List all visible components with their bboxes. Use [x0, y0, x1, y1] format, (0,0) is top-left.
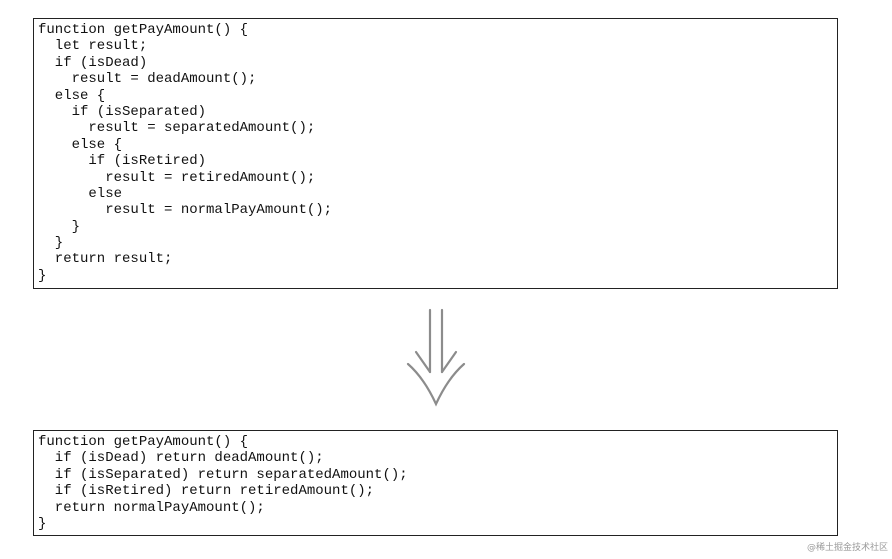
code-line: if (isRetired) — [38, 153, 207, 170]
code-line: if (isSeparated) return separatedAmount(… — [38, 466, 408, 483]
code-line: } — [38, 218, 81, 235]
code-line: result = separatedAmount(); — [38, 120, 316, 137]
code-box-before: function getPayAmount() { let result; if… — [33, 18, 838, 289]
code-line: else { — [38, 136, 123, 153]
code-line: else — [38, 185, 123, 202]
code-line: return normalPayAmount(); — [38, 499, 265, 516]
code-line: if (isRetired) return retiredAmount(); — [38, 483, 375, 500]
code-line: function getPayAmount() { — [38, 434, 249, 450]
code-line: result = retiredAmount(); — [38, 169, 316, 186]
double-down-arrow-icon — [406, 308, 466, 407]
code-line: else { — [38, 87, 106, 104]
code-line: if (isDead) — [38, 54, 148, 71]
code-line: } — [38, 267, 47, 284]
code-box-after: function getPayAmount() { if (isDead) re… — [33, 430, 838, 536]
code-line: return result; — [38, 251, 173, 268]
code-line: } — [38, 515, 47, 532]
code-line: if (isSeparated) — [38, 103, 207, 120]
code-line: result = deadAmount(); — [38, 71, 257, 88]
code-line: } — [38, 235, 64, 252]
watermark: @稀土掘金技术社区 — [806, 543, 888, 553]
code-line: result = normalPayAmount(); — [38, 202, 333, 219]
code-line: function getPayAmount() { — [38, 22, 249, 38]
code-line: let result; — [38, 38, 148, 55]
code-line: if (isDead) return deadAmount(); — [38, 450, 324, 467]
